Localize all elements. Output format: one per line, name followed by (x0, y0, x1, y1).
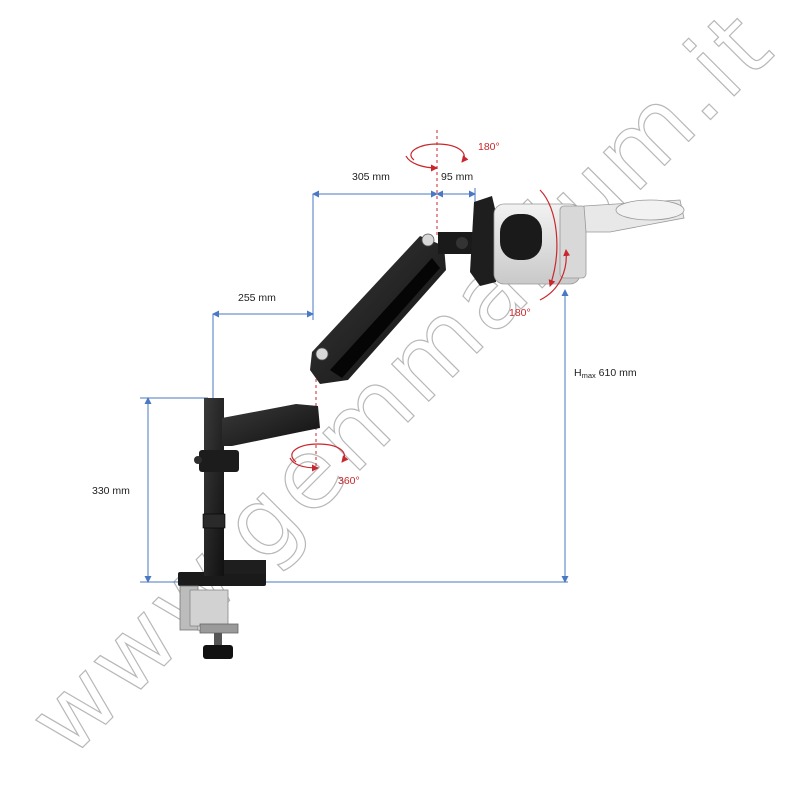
post-collar-upper (199, 450, 239, 472)
label-305: 305 mm (352, 171, 390, 183)
rotation-arrow-base (291, 443, 349, 463)
rotation-arrow-top-return (405, 155, 438, 172)
top-joint (421, 233, 435, 247)
focus-knob (500, 214, 542, 260)
gas-spring (330, 258, 440, 378)
label-rotation-base: 360° (338, 475, 360, 487)
bracket-knob (456, 237, 468, 249)
rotation-arrow-top (410, 143, 469, 163)
label-95: 95 mm (441, 171, 473, 183)
watermark-text: www.gemmarium.it (7, 0, 795, 776)
label-255: 255 mm (238, 292, 276, 304)
hmax-prefix: H (574, 367, 582, 379)
rotation-arrow-head-return (539, 249, 571, 301)
hmax-sub: max (582, 371, 596, 380)
dimension-lines (140, 188, 569, 583)
upper-arm (310, 236, 446, 384)
rotation-arrow-base-return (289, 457, 319, 472)
label-hmax: Hmax 610 mm (574, 367, 637, 380)
label-330: 330 mm (92, 485, 130, 497)
microscope-head (470, 196, 685, 286)
post-column (204, 398, 224, 576)
label-rotation-head: 180° (509, 307, 531, 319)
microscope-stand (178, 196, 685, 659)
desk-clamp (178, 560, 266, 659)
label-rotation-top: 180° (478, 141, 500, 153)
rotation-arrow-head (539, 189, 558, 287)
post-collar-lower (202, 513, 226, 529)
hmax-value: 610 mm (596, 367, 637, 379)
rotation-arrows (289, 143, 571, 472)
elbow-joint (315, 347, 329, 361)
collar-knob (194, 456, 202, 464)
lower-arm (222, 404, 320, 446)
